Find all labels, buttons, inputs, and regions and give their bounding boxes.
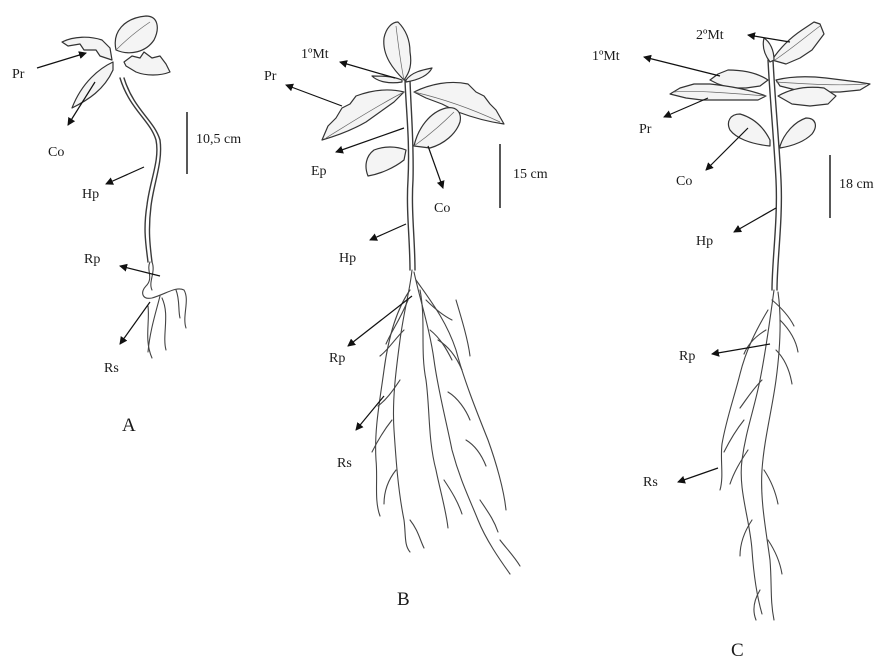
plant-c-root-system [720, 290, 798, 620]
plant-a-label-rs: Rs [104, 361, 119, 376]
panel-label-a: A [122, 415, 136, 436]
plant-c-label-hp: Hp [696, 234, 713, 249]
plant-a-hypocotyl [120, 78, 161, 262]
plant-b-scale-label: 15 cm [513, 167, 548, 182]
plant-b-annotations: 1ºMt Pr Ep Co Hp Rp Rs 15 cm B [264, 47, 548, 610]
plant-c-label-2mt: 2ºMt [696, 28, 724, 43]
plant-a [62, 16, 186, 358]
plant-a-scale-label: 10,5 cm [196, 132, 241, 147]
plant-a-label-pr: Pr [12, 67, 25, 82]
plant-a-primary-leaf-left [62, 37, 112, 60]
plant-b-root-system [372, 270, 520, 574]
plant-c-stem [768, 60, 781, 290]
plant-c [670, 22, 870, 620]
plant-c-label-pr: Pr [639, 122, 652, 137]
plant-a-label-hp: Hp [82, 187, 99, 202]
plant-b-label-co: Co [434, 201, 450, 216]
plant-b [322, 22, 520, 574]
plant-b-label-pr: Pr [264, 69, 277, 84]
plant-c-label-1mt: 1ºMt [592, 49, 620, 64]
plant-b-label-1mt: 1ºMt [301, 47, 329, 62]
plant-b-cotyledon-left [366, 147, 406, 176]
panel-label-c: C [731, 640, 744, 661]
plant-a-label-co: Co [48, 145, 64, 160]
plant-c-primary-leaf-right [778, 87, 836, 106]
plant-b-label-rs: Rs [337, 456, 352, 471]
plant-c-scale-label: 18 cm [839, 177, 874, 192]
plant-a-annotations: Pr Co Hp Rp Rs 10,5 cm A [12, 53, 241, 436]
plant-b-label-rp: Rp [329, 351, 345, 366]
plant-c-label-co: Co [676, 174, 692, 189]
plant-c-cotyledon-right [780, 118, 815, 148]
plant-a-label-rp: Rp [84, 252, 100, 267]
plant-b-label-hp: Hp [339, 251, 356, 266]
plant-a-primary-leaf [115, 16, 157, 53]
plant-b-label-ep: Ep [311, 164, 327, 179]
plant-c-label-rs: Rs [643, 475, 658, 490]
plant-b-first-metaphyll [384, 22, 411, 80]
plant-b-stem [405, 80, 415, 270]
panel-label-b: B [397, 589, 410, 610]
plant-c-label-rp: Rp [679, 349, 695, 364]
plant-a-primary-leaf-right [124, 52, 170, 75]
